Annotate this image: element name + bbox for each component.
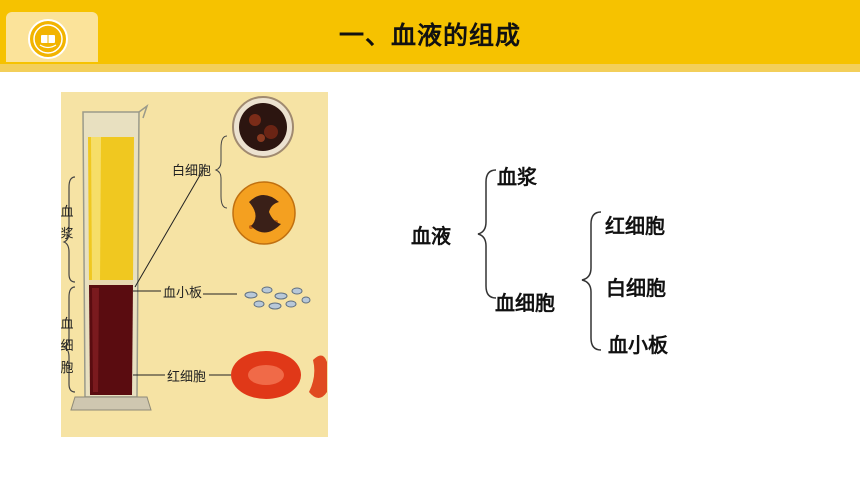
diagram-node-platelets: 血小板 (608, 333, 668, 357)
figure-label-white-cells: 白细胞 (172, 164, 212, 179)
diagram-brace-blood (477, 169, 497, 299)
figure-label-platelets: 血小板 (163, 286, 203, 301)
figure-label-plasma-2: 浆 (61, 227, 74, 242)
figure-label-red-cells: 红细胞 (167, 370, 207, 385)
page-title: 一、血液的组成 (338, 21, 521, 50)
diagram-node-plasma: 血浆 (497, 165, 537, 189)
diagram-node-blood-cells: 血细胞 (495, 291, 555, 315)
figure-label-cells-3: 胞 (61, 361, 74, 376)
diagram-root-blood: 血液 (411, 224, 451, 248)
diagram-node-red-cells: 红细胞 (605, 214, 665, 238)
header-bar (0, 0, 860, 64)
figure-label-cells-1: 血 (61, 317, 74, 332)
school-logo-icon (28, 19, 68, 59)
diagram-node-white-cells: 白细胞 (606, 276, 666, 300)
figure-label-plasma-1: 血 (61, 205, 74, 220)
header-underline (0, 64, 860, 72)
blood-composition-illustration: 白细胞 血小板 红细胞 血 浆 血 细 胞 (61, 92, 328, 437)
diagram-brace-blood-cells (581, 211, 602, 351)
figure-label-cells-2: 细 (61, 339, 74, 354)
